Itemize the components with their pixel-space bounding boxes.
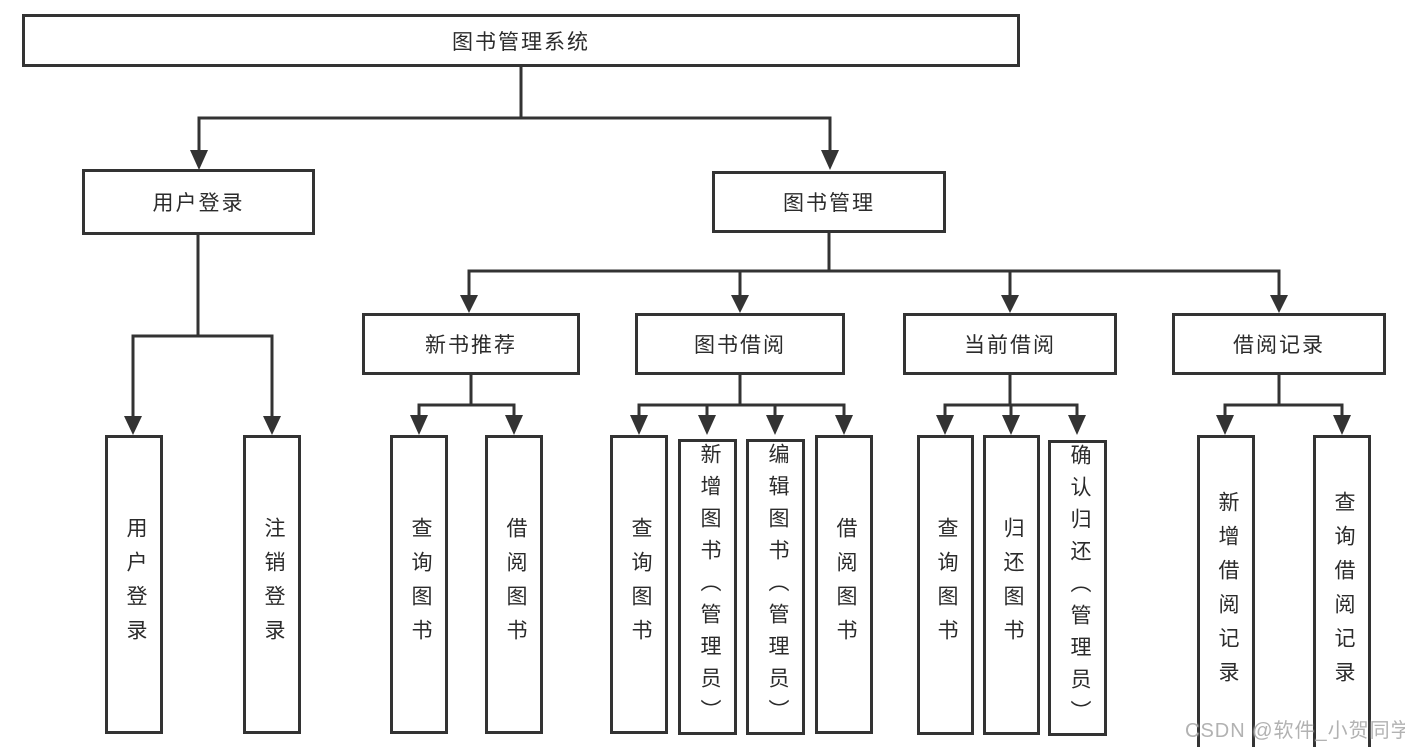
leaf-add-book-admin: 新增图书（管理员）: [678, 439, 737, 735]
leaf-borrow-books: 借阅图书: [815, 435, 873, 734]
leaf-add-borrow-record: 新增借阅记录: [1197, 435, 1255, 747]
connector-current-borrowing: [936, 374, 1086, 435]
leaf-query-books-recommend: 查询图书: [390, 435, 448, 734]
connector-borrow-records: [1216, 374, 1351, 435]
connector-book-management: [460, 232, 1288, 313]
connector-new-book-recommend: [410, 374, 523, 435]
watermark: CSDN @软件_小贺同学: [1185, 720, 1405, 742]
connector-user-login: [124, 234, 281, 435]
node-book-borrowing: 图书借阅: [635, 313, 845, 375]
node-borrow-records: 借阅记录: [1172, 313, 1386, 375]
leaf-query-borrow-record: 查询借阅记录: [1313, 435, 1371, 747]
leaf-user-login: 用户登录: [105, 435, 163, 734]
connector-book-borrowing: [630, 374, 853, 435]
leaf-query-books-current: 查询图书: [917, 435, 974, 735]
leaf-logout: 注销登录: [243, 435, 301, 734]
node-book-management: 图书管理: [712, 171, 946, 233]
leaf-confirm-return-admin: 确认归还（管理员）: [1048, 440, 1107, 736]
node-library-system: 图书管理系统: [22, 14, 1020, 67]
leaf-borrow-books-recommend: 借阅图书: [485, 435, 543, 734]
node-current-borrowing: 当前借阅: [903, 313, 1117, 375]
node-new-book-recommend: 新书推荐: [362, 313, 580, 375]
leaf-return-book: 归还图书: [983, 435, 1040, 735]
node-user-login: 用户登录: [82, 169, 315, 235]
leaf-query-books-borrowing: 查询图书: [610, 435, 668, 734]
leaf-edit-book-admin: 编辑图书（管理员）: [746, 439, 805, 735]
connector-root: [190, 67, 839, 170]
